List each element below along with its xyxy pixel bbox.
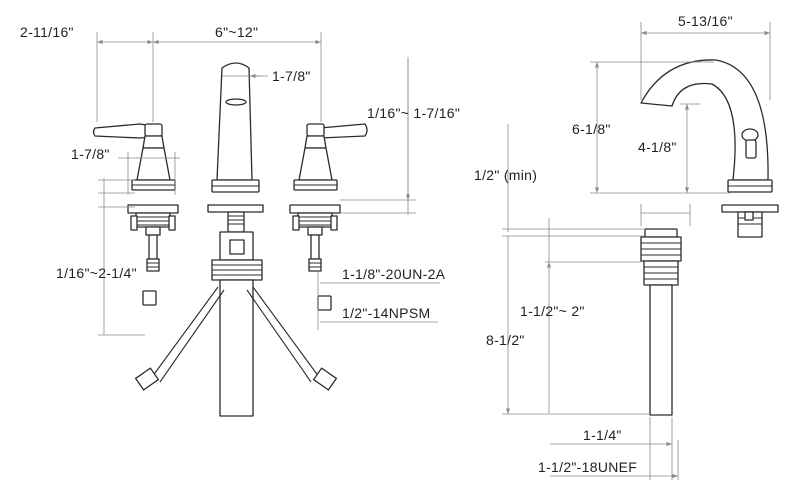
side-view: 5-13/16" 6-1/8" 4-1/8" 1/2" (min) 1-1/2"… [474,13,779,480]
front-view: 2-11/16" 6"~12" 1-7/8" 1/16"~ 1-7/16" 1-… [20,24,460,417]
overall-height-label: 6-1/8" [572,121,611,137]
front-dimensions [96,32,440,336]
spout-width-label: 1-7/8" [272,68,311,84]
supply-thread-label: 1-1/8"-20UN-2A [342,266,446,282]
side-dimensions [502,22,771,480]
spout-height-range-label: 1/16"~ 1-7/16" [367,105,460,121]
center-spout [134,62,338,417]
handle-base-width-label: 1-7/8" [71,146,110,162]
left-handle [92,123,179,306]
spout-clearance-label: 4-1/8" [638,139,677,155]
center-spread-label: 6"~12" [215,24,258,40]
tailpiece-width-label: 1-1/4" [583,427,622,443]
drain-thread-label: 1-1/2"-18UNEF [538,459,637,475]
right-handle [289,123,368,311]
handle-offset-label: 2-11/16" [20,24,74,40]
drain-length-label: 8-1/2" [486,332,525,348]
drain-min-label: 1/2" (min) [474,167,537,183]
drain-body-range-label: 1-1/2"~ 2" [520,303,585,319]
deck-thickness-label: 1/16"~2-1/4" [56,265,137,281]
spout-side [640,59,779,238]
spout-reach-label: 5-13/16" [678,13,733,29]
connection-thread-label: 1/2"-14NPSM [342,305,430,321]
drain-assembly [640,228,682,416]
